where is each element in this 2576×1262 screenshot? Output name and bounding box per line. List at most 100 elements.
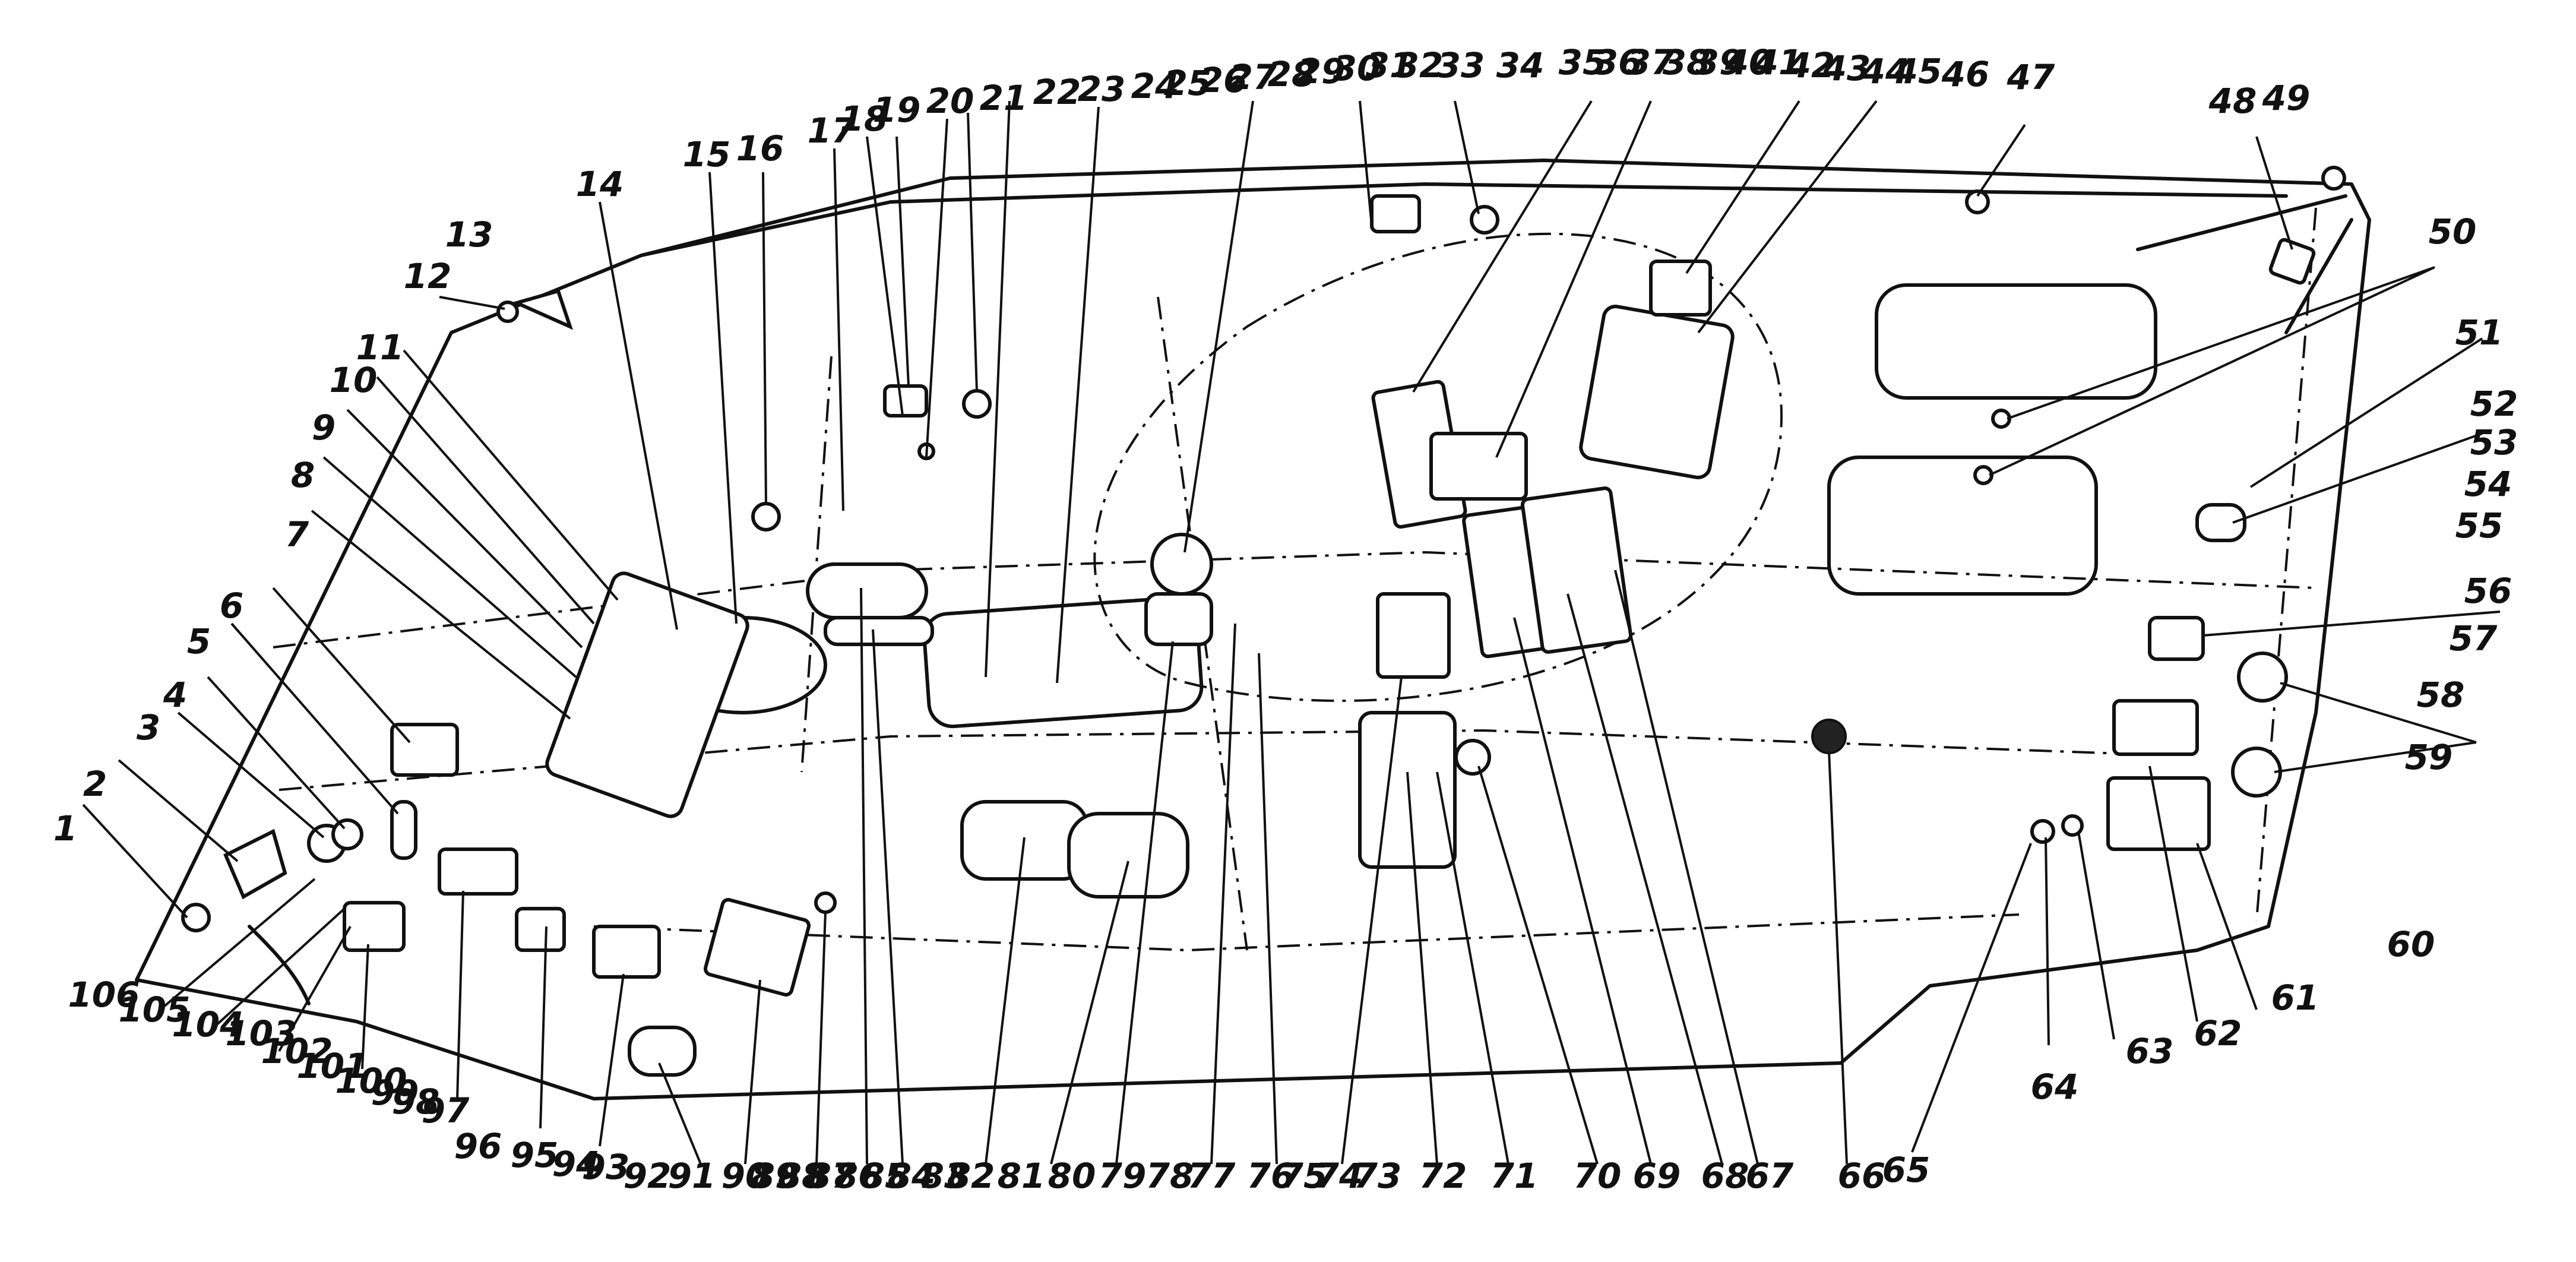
part-88	[806, 562, 928, 619]
callout-42: 42	[1787, 45, 1836, 86]
callout-27: 27	[1229, 57, 1277, 97]
callout-35: 35	[1559, 42, 1607, 83]
callout-53: 53	[2470, 422, 2518, 463]
fuse-block	[545, 571, 749, 818]
callout-72: 72	[1419, 1156, 1467, 1196]
callout-77: 77	[1188, 1156, 1236, 1196]
part-91	[703, 898, 811, 997]
callout-38: 38	[1663, 42, 1711, 83]
callout-96: 96	[454, 1126, 502, 1166]
callout-55: 55	[2455, 505, 2504, 546]
part-60	[2231, 747, 2282, 798]
callout-66: 66	[1838, 1156, 1886, 1196]
callout-76: 76	[1247, 1156, 1295, 1196]
callout-99: 99	[371, 1073, 419, 1113]
part-12	[496, 301, 519, 323]
callout-80: 80	[1048, 1156, 1096, 1196]
callout-100: 100	[335, 1061, 407, 1101]
part-64	[2030, 819, 2055, 844]
callout-6: 6	[220, 586, 243, 626]
callout-103: 103	[225, 1013, 297, 1054]
callout-104: 104	[172, 1004, 243, 1045]
part-50b	[1973, 465, 1993, 485]
callout-58: 58	[2417, 675, 2465, 715]
part-66	[1811, 719, 1847, 754]
part-94	[628, 1026, 697, 1077]
callout-26: 26	[1200, 60, 1248, 100]
callout-17: 17	[808, 110, 856, 151]
callout-43: 43	[1822, 48, 1871, 88]
part-15	[751, 502, 781, 532]
part-71	[1454, 739, 1491, 776]
part-95	[592, 925, 661, 979]
callout-94: 94	[552, 1144, 600, 1184]
callout-19: 19	[873, 90, 921, 130]
part-84	[1067, 812, 1189, 899]
callout-5: 5	[187, 621, 211, 662]
callout-51: 51	[2455, 312, 2504, 353]
callout-44: 44	[1861, 51, 1910, 91]
callout-15: 15	[683, 134, 731, 175]
callout-85: 85	[861, 1156, 909, 1196]
callout-24: 24	[1131, 66, 1179, 106]
callout-10: 10	[330, 360, 378, 400]
part-44	[1649, 260, 1712, 317]
callout-37: 37	[1627, 42, 1675, 83]
leader-lines	[82, 100, 2501, 1165]
callout-29: 29	[1298, 51, 1346, 91]
callout-30: 30	[1333, 48, 1381, 88]
part-52	[2195, 503, 2246, 542]
callout-93: 93	[582, 1147, 630, 1187]
callout-71: 71	[1490, 1156, 1539, 1196]
callout-64: 64	[2031, 1067, 2079, 1107]
part-2	[223, 828, 287, 900]
part-45	[1579, 305, 1735, 479]
part-4	[331, 818, 363, 850]
callout-106: 106	[68, 975, 140, 1015]
callout-78: 78	[1146, 1156, 1194, 1196]
callout-11: 11	[356, 327, 404, 368]
callout-75: 75	[1280, 1156, 1328, 1196]
callout-73: 73	[1354, 1156, 1402, 1196]
part-87	[824, 616, 934, 646]
callout-62: 62	[2194, 1013, 2242, 1054]
part-5	[390, 800, 417, 860]
part-68	[1520, 486, 1633, 654]
part-6	[390, 723, 459, 777]
callout-2: 2	[83, 764, 107, 804]
callout-88: 88	[778, 1156, 826, 1196]
callout-84: 84	[888, 1156, 936, 1196]
callout-52: 52	[2470, 384, 2518, 424]
part-48	[2268, 238, 2316, 285]
part-33	[1470, 205, 1499, 235]
callout-81: 81	[998, 1156, 1046, 1196]
callout-97: 97	[422, 1090, 470, 1131]
callout-14: 14	[576, 164, 624, 204]
callout-36: 36	[1594, 42, 1643, 83]
part-1	[181, 903, 211, 932]
callout-18: 18	[840, 99, 888, 139]
part-101	[515, 907, 566, 952]
callout-68: 68	[1701, 1156, 1749, 1196]
part-104	[343, 901, 406, 952]
part-81	[1150, 533, 1213, 596]
part-82	[1144, 592, 1213, 646]
part-32	[1370, 194, 1421, 233]
callout-101: 101	[296, 1046, 368, 1086]
callout-105: 105	[118, 989, 190, 1030]
callout-33: 33	[1437, 45, 1485, 86]
part-47	[1965, 189, 1990, 214]
callout-12: 12	[404, 256, 452, 296]
callout-56: 56	[2464, 571, 2512, 611]
part-59	[2237, 651, 2288, 703]
callout-79: 79	[1099, 1156, 1147, 1196]
callout-20: 20	[926, 81, 974, 121]
callout-47: 47	[2007, 57, 2055, 97]
callout-3: 3	[137, 707, 160, 748]
part-49	[2321, 166, 2346, 191]
part-21	[962, 389, 992, 419]
callout-41: 41	[1754, 42, 1803, 83]
callout-74: 74	[1315, 1156, 1363, 1196]
